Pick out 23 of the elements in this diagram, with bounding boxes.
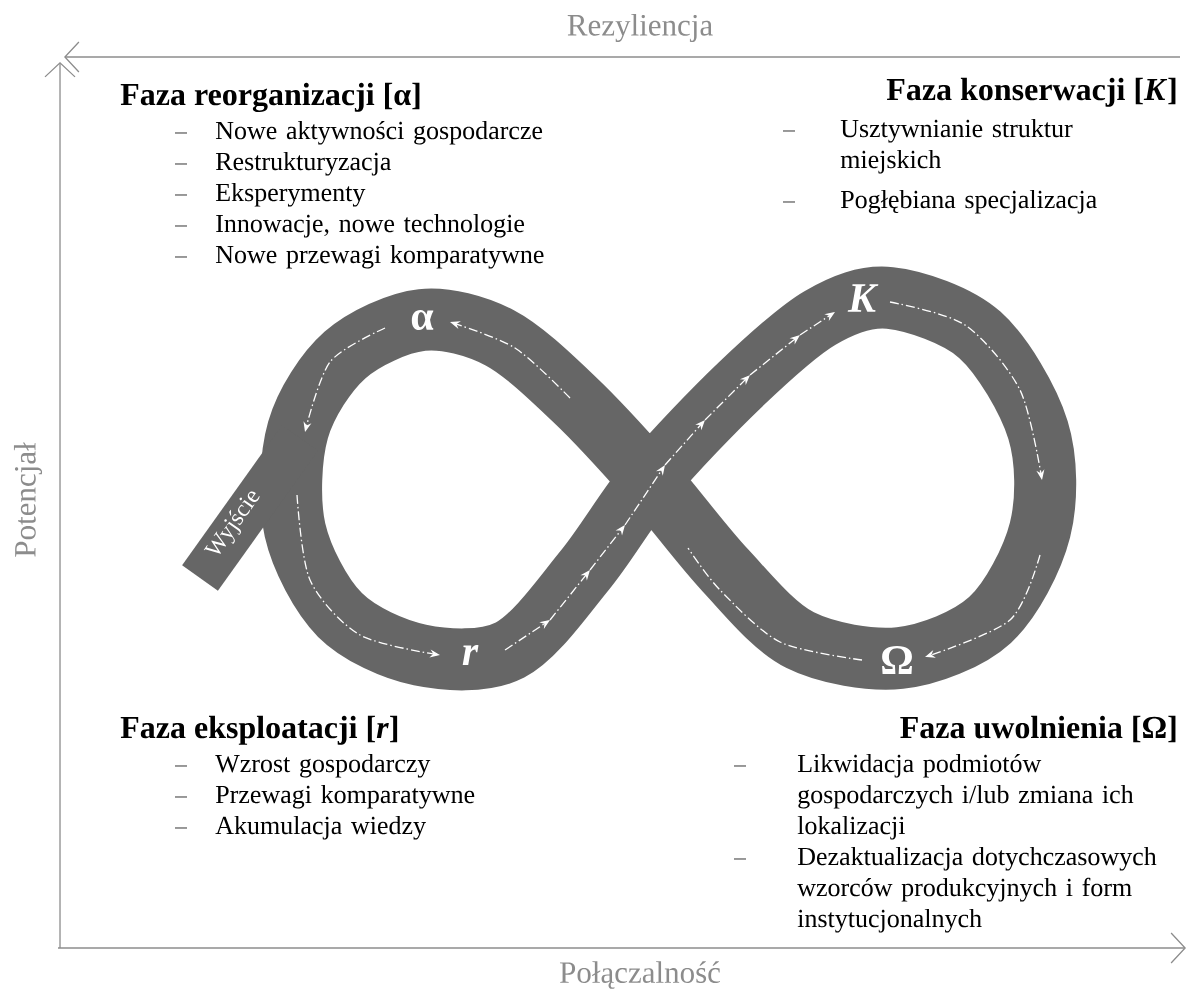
phase-heading: Faza konserwacji [K] — [886, 77, 1176, 107]
phase-heading: Faza eksploatacji [r] — [120, 715, 398, 745]
list-item: Nowe aktywności gospodarcze — [174, 120, 543, 145]
phase-letter: r — [462, 645, 479, 665]
list-item: Usztywnianie struktur miejskich — [782, 118, 1073, 174]
phase-letter: α — [411, 309, 434, 331]
phase-letter: K — [847, 284, 879, 312]
phase-heading: Faza uwolnienia [Ω] — [900, 715, 1176, 743]
phase-letter: Ω — [882, 646, 912, 674]
list-item: Nowe przewagi komparatywne — [174, 244, 544, 269]
list-item: Likwidacja podmiotów gospodarczych i/lub zmiana ich lokalizacji — [733, 753, 1134, 840]
phase-heading: Faza reorganizacji [α] — [120, 82, 420, 113]
axis-label: Połączalność — [560, 961, 720, 989]
axis-label: Potencjał — [13, 442, 43, 557]
list-item: Wzrost gospodarczy — [174, 753, 431, 778]
list-item: Innowacje, nowe technologie — [174, 213, 525, 238]
list-item: Akumulacja wiedzy — [174, 815, 426, 840]
list-item: Restrukturyzacja — [174, 151, 391, 176]
list-item: Dezaktualizacja dotychczasowych wzorców produkcyjnych i form instytucjonalnych — [733, 846, 1157, 933]
list-item: Pogłębiana specjalizacja — [782, 189, 1097, 214]
list-item: Eksperymenty — [174, 182, 366, 207]
list-item: Przewagi komparatywne — [174, 784, 475, 809]
axis-label: Rezyliencja — [567, 13, 713, 43]
